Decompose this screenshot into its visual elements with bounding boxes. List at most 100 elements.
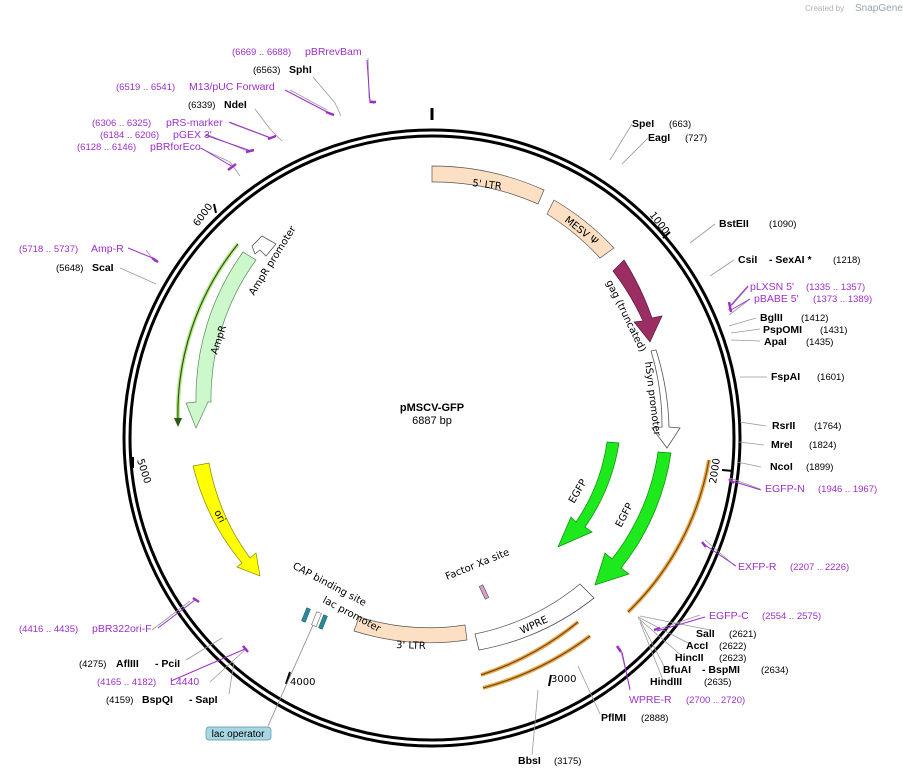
lacoperator-label: lac operator	[212, 729, 265, 740]
site-ndei: NdeI	[224, 99, 247, 111]
site-apai: ApaI	[764, 336, 787, 348]
site-ncoi: NcoI	[770, 461, 793, 473]
site-eagi-pos: (727)	[685, 133, 707, 144]
feature-wpre[interactable]	[474, 583, 595, 651]
feature-amprpromoter[interactable]	[251, 235, 277, 257]
site-csii: CsiI	[738, 254, 757, 266]
primer-pointers	[127, 59, 762, 691]
site-spei: SpeI	[632, 118, 654, 130]
site-plxsn: pLXSN 5'	[750, 281, 794, 293]
site-acci: AccI	[686, 640, 708, 652]
site-hindiii: HindIII	[650, 676, 682, 688]
site-acci-pos: (2622)	[719, 641, 746, 652]
site-m13-pos: (6519 .. 6541)	[116, 82, 175, 93]
site-fspai-pos: (1601)	[817, 372, 844, 383]
site-sphi-pos: (6563)	[253, 65, 280, 76]
site-pcii: - PciI	[155, 658, 180, 670]
tick-5000: 5000	[134, 458, 152, 486]
site-pgex-pos: (6184 .. 6206)	[100, 130, 159, 141]
site-m13: M13/pUC Forward	[189, 81, 275, 93]
site-pflmi: PflMI	[601, 712, 626, 724]
credit-text: Created by	[805, 4, 844, 13]
tick-4000: 4000	[290, 677, 315, 688]
site-afliii-pos: (4275)	[79, 659, 106, 670]
site-pbabe-pos: (1373 .. 1389)	[813, 294, 872, 305]
site-sali-pos: (2621)	[729, 629, 756, 640]
feature-ampr[interactable]	[185, 251, 257, 429]
feature-egfp-inner[interactable]	[557, 441, 620, 548]
feature-lac-promoter	[311, 611, 322, 627]
feature-hsyn[interactable]	[650, 349, 681, 449]
site-pgex: pGEX 3'	[173, 129, 212, 141]
feature-factorxa[interactable]	[478, 584, 490, 600]
plasmid-size: 6887 bp	[412, 415, 452, 427]
feature-mesv[interactable]	[546, 199, 615, 259]
site-hindiii-pos: (2635)	[704, 677, 731, 688]
site-prs-pos: (6306 .. 6325)	[92, 118, 151, 129]
lacoperator-badge[interactable]	[205, 726, 272, 741]
site-fspai: FspAI	[771, 371, 800, 383]
site-csii-pos: (1218)	[833, 255, 860, 266]
site-bsteii-pos: (1090)	[769, 219, 796, 230]
site-pbrfor-pos: (6128 .. 6146)	[77, 142, 136, 153]
tick-1000: 1000	[647, 210, 671, 237]
site-sali: SalI	[696, 628, 715, 640]
site-bbsi: BbsI	[518, 755, 541, 767]
site-exfpr-pos: (2207 .. 2226)	[790, 562, 849, 573]
site-wprer-pos: (2700 .. 2720)	[686, 695, 745, 706]
site-plxsn-pos: (1335 .. 1357)	[806, 282, 865, 293]
site-ampr-primer: Amp-R	[91, 243, 124, 255]
feature-gag[interactable]	[612, 259, 663, 343]
primer-arc-wpre1-inner	[480, 621, 579, 676]
feature-egfp-outer[interactable]	[594, 451, 672, 586]
site-rsrii: RsrII	[772, 420, 795, 432]
feature-lac-operator-mark	[318, 614, 328, 630]
backbone-outer	[122, 128, 742, 748]
site-l4440: L4440	[170, 676, 199, 688]
site-ampr-primer-pos: (5718 .. 5737)	[19, 244, 78, 255]
feature-egfp-outer-label: EGFP	[614, 501, 636, 529]
site-bfuai: BfuAI	[663, 664, 691, 676]
site-egfpn-pos: (1946 .. 1967)	[818, 484, 877, 495]
site-bbsi-pos: (3175)	[554, 756, 581, 767]
site-pflmi-pos: (2888)	[641, 713, 668, 724]
site-pbrrevbam: pBRrevBam	[305, 46, 362, 58]
site-sapi: - SapI	[189, 694, 218, 706]
site-bspqi: BspQI	[142, 694, 173, 706]
site-scai: ScaI	[92, 262, 114, 274]
site-hincii-pos: (2623)	[719, 653, 746, 664]
feature-ori-label: ori	[211, 508, 227, 525]
feature-cap-site	[301, 607, 311, 623]
site-bspqi-pos: (4159)	[106, 695, 133, 706]
site-exfpr: EXFP-R	[738, 561, 777, 573]
primer-arc-ampr-head	[174, 418, 182, 427]
site-spei-pos: (663)	[669, 119, 691, 130]
tick-marks	[132, 203, 734, 687]
site-pbr322-pos: (4416 .. 4435)	[19, 624, 78, 635]
site-apai-pos: (1435)	[806, 337, 833, 348]
tick-2000: 2000	[708, 458, 723, 485]
site-pbrfor: pBRforEco	[150, 141, 201, 153]
feature-ori[interactable]	[192, 462, 261, 577]
lacoperator-line	[267, 624, 314, 727]
site-bglii: BglII	[760, 312, 783, 324]
primer-arc-egfp-inner	[627, 459, 710, 613]
site-mrei-pos: (1824)	[809, 440, 836, 451]
site-bsteii: BstEII	[719, 218, 749, 230]
feature-egfp-inner-label: EGFP	[567, 478, 589, 506]
site-eagi: EagI	[648, 132, 670, 144]
feature-3ltr[interactable]	[353, 616, 468, 644]
feature-5ltr[interactable]	[431, 165, 545, 205]
site-bglii-pos: (1412)	[801, 313, 828, 324]
feature-factorxa-label: Factor Xa site	[444, 547, 511, 583]
site-pbabe: pBABE 5'	[754, 293, 799, 305]
site-afliii: AflIII	[116, 658, 139, 670]
site-mrei: MreI	[771, 439, 793, 451]
site-ndei-pos: (6339)	[188, 100, 215, 111]
plasmid-name: pMSCV-GFP	[400, 402, 464, 414]
credit-brand: SnapGene	[855, 3, 903, 14]
site-egfpc-pos: (2554 .. 2575)	[762, 611, 821, 622]
feature-5ltr-label: 5' LTR	[472, 178, 503, 193]
site-psp-pos: (1431)	[820, 325, 847, 336]
